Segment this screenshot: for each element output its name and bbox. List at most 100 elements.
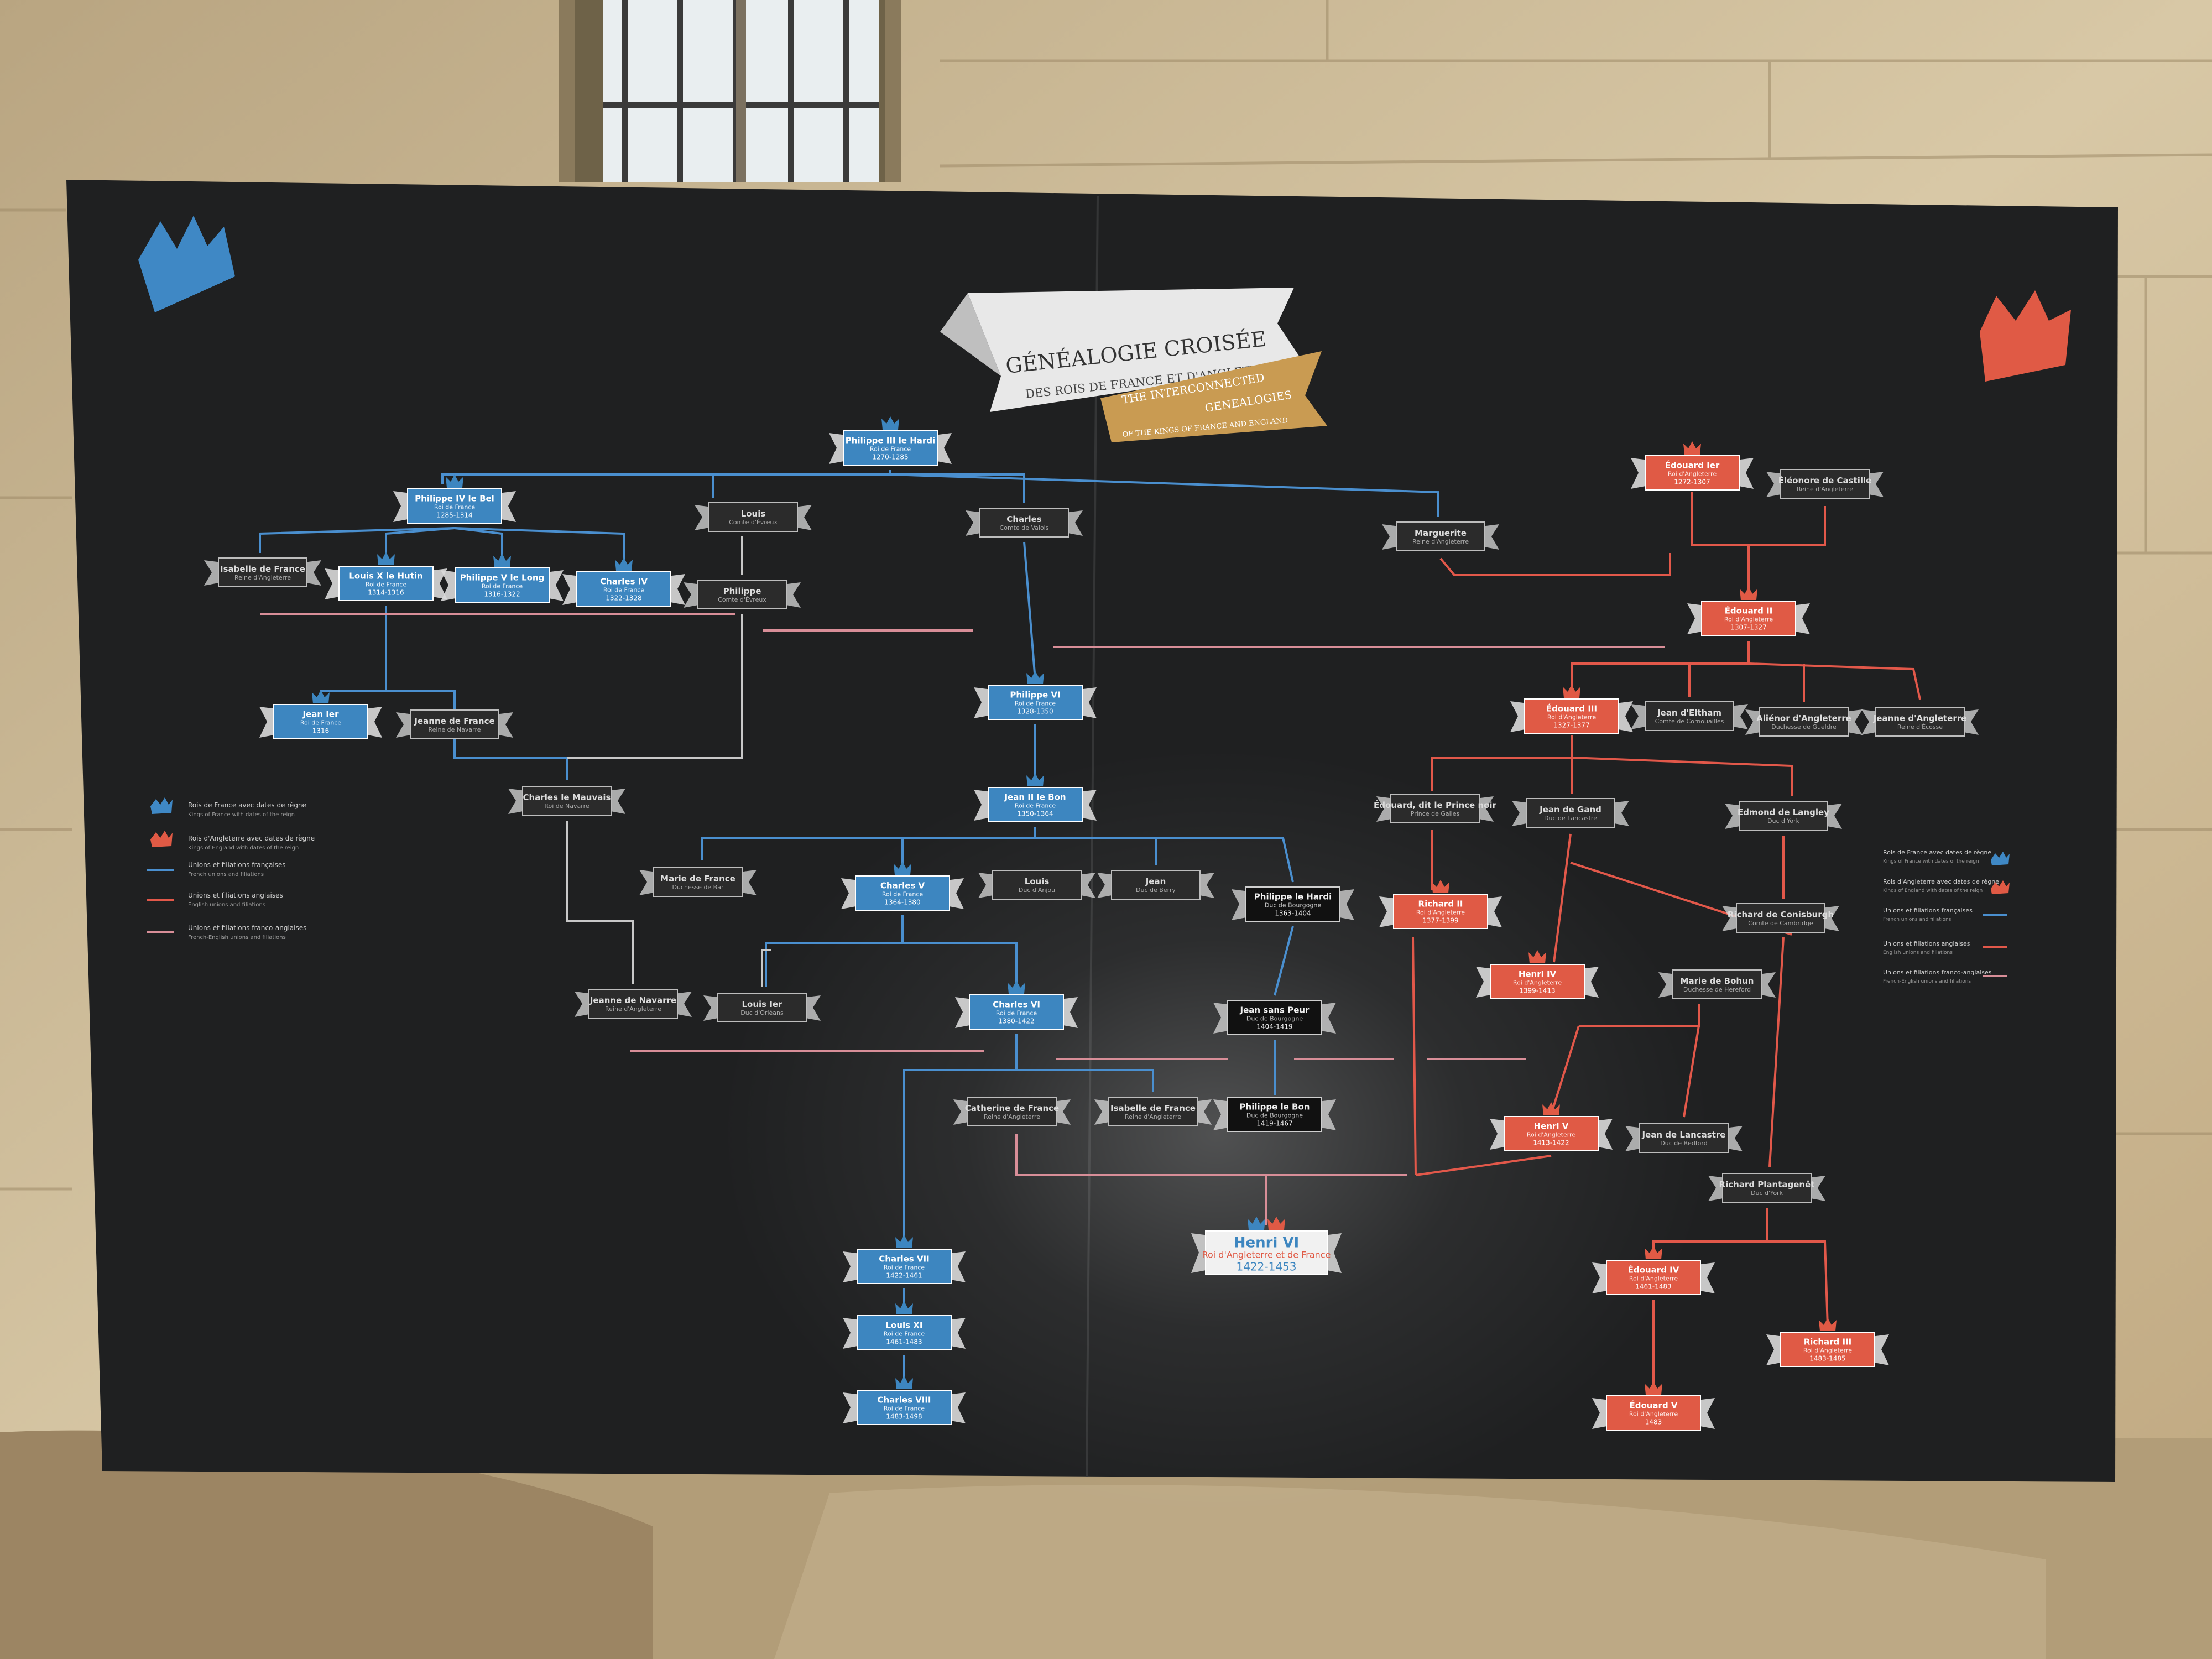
connector-line-0 (441, 470, 891, 484)
person-dates: 1363-1404 (1275, 910, 1311, 917)
person-name: Louis X le Hutin (349, 571, 422, 581)
crown-icon-england (1683, 441, 1701, 455)
crown-icon-france (895, 1301, 913, 1314)
person-title: Roi de France (434, 504, 475, 511)
connector-line-22 (903, 1034, 1018, 1244)
crown-icon-england (1740, 587, 1757, 600)
crown-icon-france (1026, 773, 1044, 786)
banner-body (1504, 1116, 1599, 1151)
ribbon-tail-right (1079, 790, 1097, 821)
ribbon-tail-right (946, 878, 964, 909)
ribbon-tail-right (1822, 906, 1839, 931)
person-name: Jean sans Peur (1240, 1005, 1310, 1015)
person-title: Roi de France (870, 446, 911, 453)
banner-body (1875, 707, 1965, 737)
ribbon-tail-left (204, 560, 222, 586)
ribbon-tail-right (948, 1251, 966, 1282)
banner-body (1111, 870, 1201, 900)
person-name: Louis XI (886, 1321, 923, 1331)
person-title: Reine d'Angleterre (984, 1113, 1040, 1120)
connector-line-38 (1691, 492, 1826, 546)
person-name: Charles IV (600, 577, 648, 587)
person-title: Roi de France (482, 583, 523, 590)
person-name: Édouard II (1725, 606, 1773, 616)
person-dates: 1307-1327 (1730, 624, 1766, 632)
person-title: Comte de Valois (1000, 524, 1049, 531)
banner-body (1739, 801, 1828, 831)
banner-body (1108, 1097, 1198, 1126)
person-title: Duc d'Anjou (1019, 886, 1055, 894)
legend-right-fr-unions-en: French unions and filiations (1883, 917, 1952, 922)
legend-right-fr-unions: Unions et filiations françaises (1883, 907, 1973, 914)
banner-body (1645, 455, 1740, 491)
banner-body (857, 1249, 952, 1284)
crown-icon-france (377, 552, 395, 565)
person-name: Jean de Gand (1539, 805, 1601, 815)
legend-left-fr-kings: Rois de France avec dates de règne (188, 801, 306, 809)
ribbon-tail-right (608, 789, 625, 814)
banner-body (1672, 969, 1762, 999)
connector-line-19 (902, 942, 1018, 990)
banner-body (588, 989, 678, 1019)
person-title: Duc de Berry (1136, 886, 1176, 894)
ribbon-tail-left (1687, 603, 1705, 634)
person-title: Reine de Navarre (428, 726, 481, 733)
banner-body (717, 993, 807, 1022)
person-name: Jeanne de Navarre (589, 995, 676, 1005)
ribbon-tail-left (953, 1099, 971, 1125)
person-title: Comte d'Évreux (729, 519, 778, 526)
person-title: Duc de Bourgogne (1265, 902, 1321, 909)
legend-left-en-kings-en: Kings of England with dates of the reign (188, 845, 299, 851)
ribbon-tail-left (1094, 1099, 1112, 1125)
person-name: Jeanne de France (414, 716, 494, 726)
person-name: Philippe le Bon (1240, 1102, 1310, 1112)
ribbon-tail-left (1490, 1119, 1507, 1150)
person-title: Reine d'Écosse (1897, 723, 1943, 731)
person-dates: 1270-1285 (872, 453, 908, 461)
person-name: Charles (1006, 514, 1042, 524)
ribbon-tail-left (1510, 701, 1528, 732)
person-title: Roi de Navarre (544, 802, 589, 810)
ribbon-tail-right (1697, 1398, 1715, 1429)
ribbon-tail-right (495, 712, 513, 738)
ribbon-tail-left (829, 433, 847, 464)
crown-icon-england (1267, 1217, 1285, 1230)
person-title: Comte d'Évreux (718, 596, 766, 603)
ribbon-tail-right (739, 870, 757, 895)
person-dates: 1272-1307 (1674, 478, 1710, 486)
person-name: Marie de Bohun (1681, 976, 1754, 986)
ribbon-tail-right (1845, 709, 1863, 735)
person-dates: 1461-1483 (886, 1338, 922, 1346)
legend-right-fr-kings-en: Kings of France with dates of the reign (1883, 859, 1979, 864)
ribbon-tail-left (639, 870, 657, 895)
legend-left-fr-unions-en: French unions and filiations (188, 872, 264, 878)
ribbon-tail-right (1792, 603, 1810, 634)
connector-line-37 (1439, 553, 1671, 576)
ribbon-tail-left (1232, 889, 1249, 920)
connector-line-18 (765, 915, 904, 987)
legend-left-en-unions: Unions et filiations anglaises (188, 891, 283, 899)
banner-body (708, 502, 798, 532)
person-title: Roi de France (1015, 700, 1056, 707)
person-name: Jean d'Eltham (1657, 708, 1721, 718)
person-title: Roi d'Angleterre (1629, 1275, 1678, 1282)
